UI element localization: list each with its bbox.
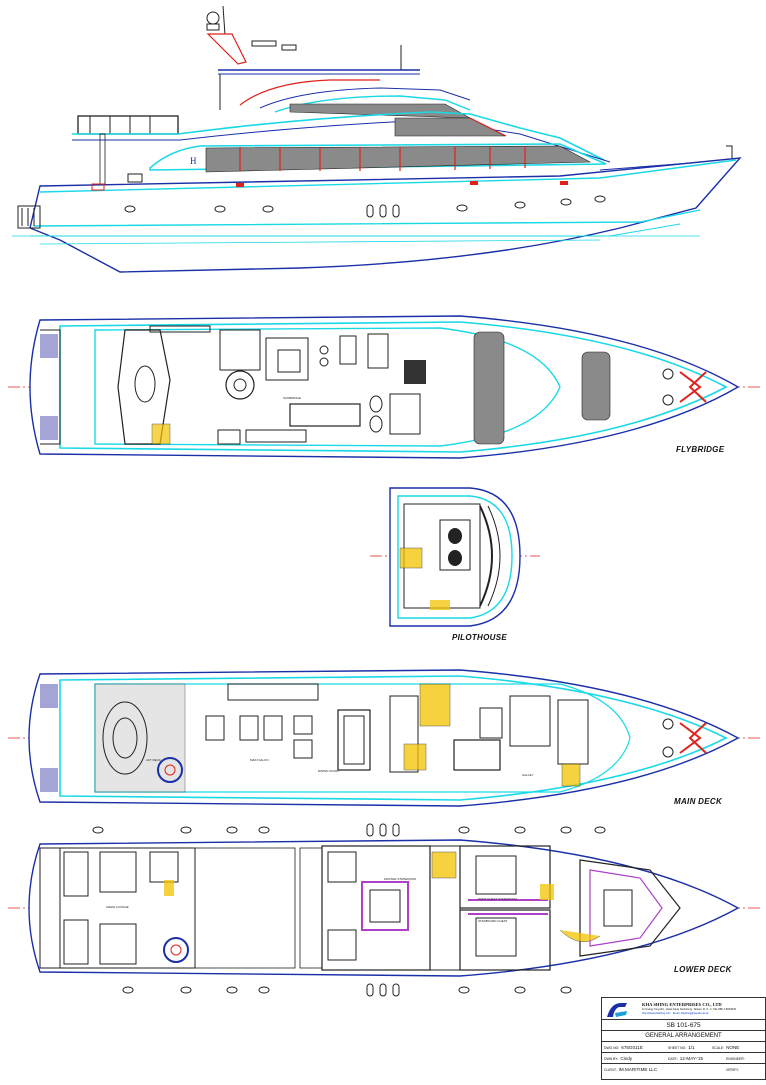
date: DATE:12-MAY-'15 <box>668 1056 704 1061</box>
company-address: 11 Kuang Yung Rd., Hsiao Kang Kaohsiung,… <box>642 1008 737 1011</box>
title-block: KHA SHING ENTERPRISES CO., LTD 11 Kuang … <box>601 997 766 1080</box>
verify: VERIFY: <box>726 1068 740 1072</box>
pilothouse-label: PILOTHOUSE <box>452 633 508 642</box>
drawing-title: GENERAL ARRANGEMENT <box>645 1033 722 1039</box>
radar-mast <box>206 5 420 110</box>
dwg-no: DWG NO:675G011E <box>604 1045 643 1050</box>
dining-room-label: DINING ROOM <box>318 769 339 773</box>
company-name: KHA SHING ENTERPRISES CO., LTD <box>642 1002 722 1007</box>
sheet-no: SHEET NO:1/1 <box>668 1045 695 1050</box>
master-stateroom-label: MASTER STATEROOM <box>384 877 416 881</box>
port-guest-label: PORT GUEST STATEROOM <box>478 897 517 901</box>
flybridge-label: FLYBRIDGE <box>676 445 725 454</box>
main-deck-label: MAIN DECK <box>674 797 723 806</box>
crew-lounge-label: CREW LOUNGE <box>106 905 129 909</box>
company-web: http://www.khashing.com Email: khashing@… <box>642 1012 709 1015</box>
galley-label: GALLEY <box>522 773 534 777</box>
svg-text:H: H <box>190 156 197 166</box>
client: CLIENT:IM.MARITIME LLC <box>604 1067 658 1072</box>
engineer: ENGINEER: <box>726 1057 745 1061</box>
lower-deck-label: LOWER DECK <box>674 965 732 974</box>
drawn-by: DWN BY:Cindy <box>604 1056 633 1061</box>
flybridge-plan: SUNBRIDGE <box>8 315 760 459</box>
main-salon-label: MAIN SALON <box>250 758 269 762</box>
main-deck-plan: AFT DECK MAIN SALON DINING ROOM GALLEY <box>8 669 760 807</box>
stbd-guest-label: STARBOARD GUEST <box>478 919 508 923</box>
aft-deck-label: AFT DECK <box>146 758 161 762</box>
scale: SCALE:NONE <box>712 1045 740 1050</box>
company-logo <box>607 1003 627 1017</box>
lower-deck-plan: MASTER STATEROOM PORT GUEST STATEROOM ST… <box>8 823 760 997</box>
sunbridge-label: SUNBRIDGE <box>283 396 301 400</box>
profile-view: H <box>12 5 742 273</box>
project-number: SB 101-675 <box>666 1022 701 1029</box>
pilothouse-plan <box>370 487 540 627</box>
